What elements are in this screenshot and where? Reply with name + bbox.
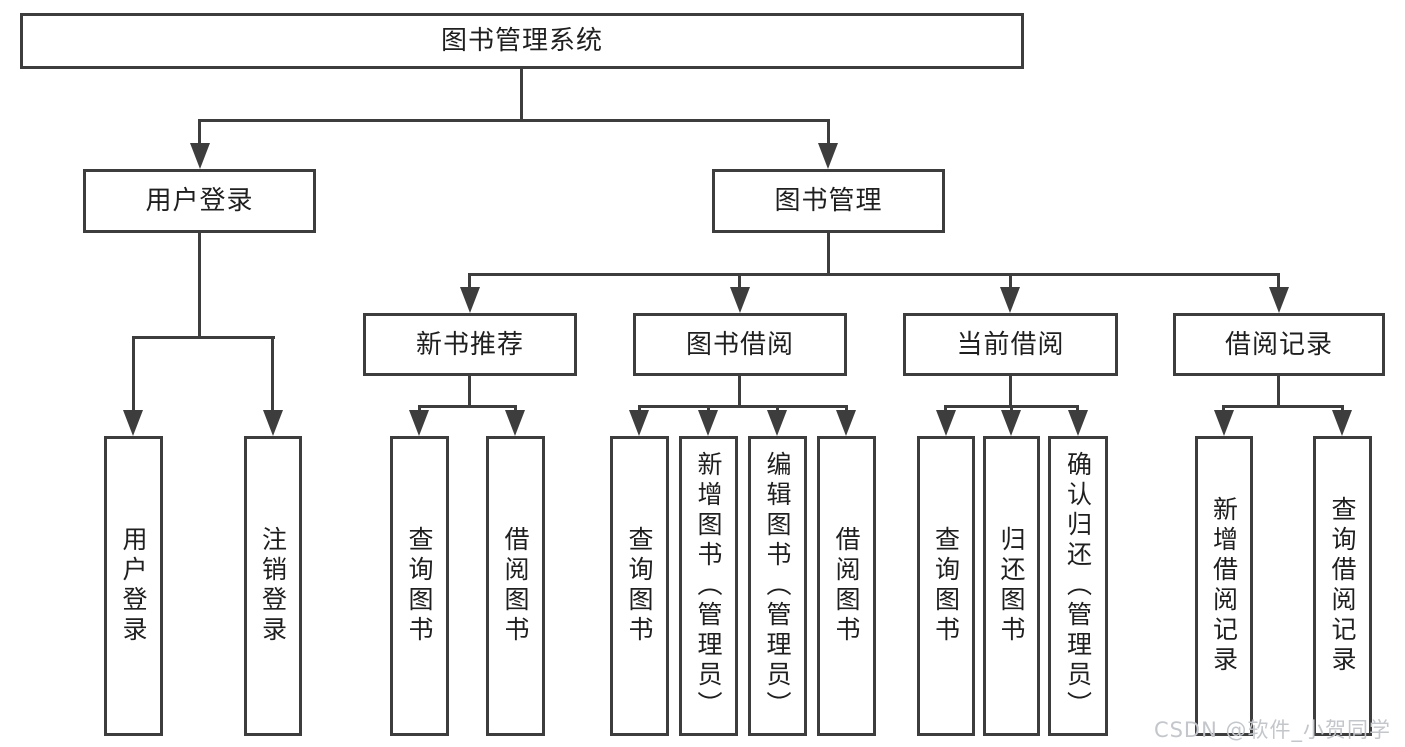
drop-line	[738, 273, 741, 292]
leaf-label: 用户登录	[119, 526, 148, 646]
leaf-query-book-recommend: 查询图书	[390, 436, 449, 736]
leaf-label: 查询图书	[625, 526, 654, 646]
drop-line	[1222, 405, 1225, 414]
leaf-query-book-borrow: 查询图书	[610, 436, 669, 736]
leaf-label: 确认归还（管理员）	[1063, 451, 1093, 721]
trunk-line	[520, 69, 523, 122]
leaf-label: 新增图书（管理员）	[694, 451, 723, 721]
arrow-down-icon	[1269, 287, 1289, 313]
arrow-down-icon	[1000, 287, 1020, 313]
leaf-user-login: 用户登录	[104, 436, 163, 736]
drop-line	[638, 405, 641, 414]
arrow-down-icon	[730, 287, 750, 313]
arrow-down-icon	[263, 410, 283, 436]
drop-line	[944, 405, 947, 414]
splitter-line	[1222, 405, 1344, 408]
leaf-borrow-book-recommend: 借阅图书	[486, 436, 545, 736]
drop-line	[1341, 405, 1344, 414]
leaf-label: 编辑图书（管理员）	[763, 451, 792, 721]
drop-line	[514, 405, 517, 414]
trunk-line	[198, 233, 201, 339]
arrow-down-icon	[818, 143, 838, 169]
node-label: 图书借阅	[685, 329, 794, 360]
arrow-down-icon	[1214, 410, 1234, 436]
csdn-watermark: CSDN @软件_小贺同学	[1153, 718, 1391, 742]
leaf-label: 归还图书	[997, 526, 1026, 646]
arrow-down-icon	[190, 143, 210, 169]
leaf-label: 借阅图书	[832, 526, 861, 646]
arrow-down-icon	[1001, 410, 1021, 436]
arrow-down-icon	[460, 287, 480, 313]
splitter-line	[132, 336, 275, 339]
drop-line	[418, 405, 421, 414]
node-borrow-records: 借阅记录	[1173, 313, 1385, 376]
splitter-line	[468, 273, 1280, 276]
node-label: 图书管理系统	[440, 26, 603, 56]
drop-line	[468, 273, 471, 292]
node-book-management: 图书管理	[712, 169, 945, 233]
node-user-login: 用户登录	[83, 169, 316, 233]
leaf-return-book: 归还图书	[983, 436, 1040, 736]
leaf-query-book-current: 查询图书	[917, 436, 975, 736]
drop-line	[1076, 405, 1079, 414]
splitter-line	[198, 119, 830, 122]
drop-line	[707, 405, 710, 414]
leaf-label: 新增借阅记录	[1209, 496, 1239, 676]
trunk-line	[827, 233, 830, 276]
node-label: 新书推荐	[415, 329, 524, 360]
leaf-label: 借阅图书	[501, 526, 530, 646]
leaf-logout: 注销登录	[244, 436, 302, 736]
node-label: 图书管理	[774, 186, 883, 216]
leaf-borrow-book: 借阅图书	[817, 436, 876, 736]
leaf-edit-book-admin: 编辑图书（管理员）	[748, 436, 807, 736]
leaf-label: 注销登录	[258, 526, 288, 646]
splitter-line	[418, 405, 517, 408]
node-current-borrow: 当前借阅	[903, 313, 1118, 376]
drop-line	[827, 119, 830, 150]
arrow-down-icon	[409, 410, 429, 436]
leaf-label: 查询图书	[405, 526, 434, 646]
drop-line	[198, 119, 201, 150]
drop-line	[776, 405, 779, 414]
node-label: 借阅记录	[1224, 329, 1333, 360]
drop-line	[271, 336, 274, 412]
arrow-down-icon	[123, 410, 143, 436]
drop-line	[845, 405, 848, 414]
arrow-down-icon	[505, 410, 525, 436]
trunk-line	[738, 376, 741, 408]
drop-line	[1277, 273, 1280, 292]
arrow-down-icon	[629, 410, 649, 436]
leaf-confirm-return-admin: 确认归还（管理员）	[1048, 436, 1108, 736]
node-label: 当前借阅	[956, 329, 1065, 360]
leaf-add-book-admin: 新增图书（管理员）	[679, 436, 738, 736]
leaf-label: 查询图书	[931, 526, 961, 646]
trunk-line	[1277, 376, 1280, 408]
arrow-down-icon	[698, 410, 718, 436]
arrow-down-icon	[836, 410, 856, 436]
trunk-line	[468, 376, 471, 408]
drop-line	[1010, 405, 1013, 414]
leaf-query-borrow-record: 查询借阅记录	[1313, 436, 1372, 736]
trunk-line	[1009, 376, 1012, 408]
splitter-line	[638, 405, 848, 408]
node-library-management-system: 图书管理系统	[20, 13, 1024, 69]
arrow-down-icon	[1068, 410, 1088, 436]
arrow-down-icon	[1332, 410, 1352, 436]
node-label: 用户登录	[145, 186, 254, 216]
drop-line	[132, 336, 135, 412]
arrow-down-icon	[767, 410, 787, 436]
node-new-book-recommend: 新书推荐	[363, 313, 577, 376]
drop-line	[1009, 273, 1012, 292]
leaf-add-borrow-record: 新增借阅记录	[1195, 436, 1253, 736]
leaf-label: 查询借阅记录	[1328, 496, 1357, 676]
node-book-borrow: 图书借阅	[633, 313, 847, 376]
arrow-down-icon	[936, 410, 956, 436]
